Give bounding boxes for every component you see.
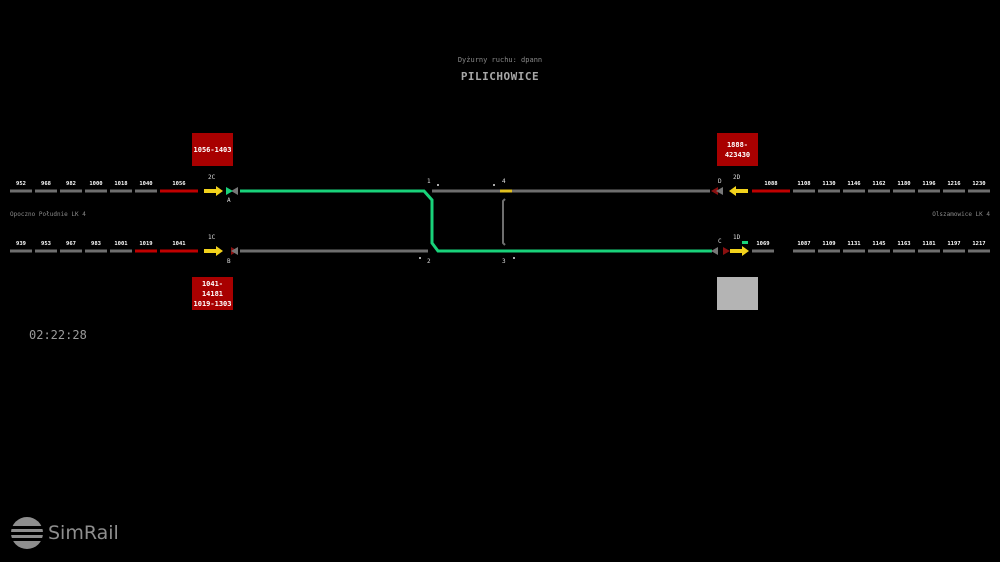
train-box-bottom-left[interactable]: 1041-14181 1019-1303 <box>192 277 233 310</box>
block-number: 1196 <box>922 181 936 187</box>
label-C: C <box>718 238 722 245</box>
block-number: 1146 <box>847 181 861 187</box>
switch-3-dot <box>513 257 515 259</box>
block-number: 1000 <box>89 181 103 187</box>
train-number: 1041-14181 <box>201 279 224 298</box>
crossover-4-3[interactable] <box>502 198 506 246</box>
signal-A-head[interactable] <box>231 187 238 195</box>
block-number: 952 <box>16 181 26 187</box>
train-box-top-right[interactable]: 1888-423430 <box>717 133 758 166</box>
block-number: 968 <box>41 181 51 187</box>
indicator-1D <box>742 241 748 244</box>
signal-B-head[interactable] <box>231 247 238 255</box>
block-number: 1131 <box>847 241 861 247</box>
switch-4-dot <box>493 184 495 186</box>
block-number: 1163 <box>897 241 911 247</box>
block-number: 1041 <box>172 241 186 247</box>
block-number: 1145 <box>872 241 886 247</box>
block-number: 1109 <box>822 241 836 247</box>
right-line-label: Olszamowice LK 4 <box>932 211 990 218</box>
clock: 02:22:28 <box>29 328 87 342</box>
switch-2-dot <box>419 257 421 259</box>
block-number: 1181 <box>922 241 936 247</box>
signal-A-aspect[interactable] <box>226 187 233 195</box>
train-number: 1019-1303 <box>193 299 232 308</box>
block-number: 1019 <box>139 241 153 247</box>
brand-name: SimRail <box>48 522 119 544</box>
train-number: 1056-1403 <box>193 145 232 154</box>
block-number: 1230 <box>972 181 986 187</box>
arrow-2C[interactable] <box>204 186 223 196</box>
block-number: 967 <box>66 241 76 247</box>
block-number: 1130 <box>822 181 836 187</box>
label-1C: 1C <box>208 234 216 241</box>
label-2D: 2D <box>733 174 741 181</box>
train-box-top-left[interactable]: 1056-1403 <box>192 133 233 166</box>
block-sections <box>10 189 990 253</box>
block-number: 1088 <box>764 181 778 187</box>
label-D: D <box>718 178 722 185</box>
signal-D-head[interactable] <box>716 187 723 195</box>
block-number: 1217 <box>972 241 986 247</box>
label-switch-4: 4 <box>502 178 506 185</box>
label-switch-3: 3 <box>502 258 506 265</box>
train-number: 1888-423430 <box>724 140 751 159</box>
block-number: 1069 <box>756 241 770 247</box>
simrail-logo-icon <box>10 517 44 549</box>
arrow-1C[interactable] <box>204 246 223 256</box>
signal-C-aspect[interactable] <box>723 247 730 255</box>
label-2C: 2C <box>208 174 216 181</box>
block-number: 1056 <box>172 181 186 187</box>
block-number: 1001 <box>114 241 128 247</box>
label-A: A <box>227 197 231 204</box>
label-1D: 1D <box>733 234 741 241</box>
block-number: 1108 <box>797 181 811 187</box>
block-number: 1216 <box>947 181 961 187</box>
left-line-label: Opoczno Południe LK 4 <box>10 211 86 218</box>
block-number: 1018 <box>114 181 128 187</box>
arrow-2D[interactable] <box>729 186 748 196</box>
block-number: 1087 <box>797 241 811 247</box>
block-number: 1180 <box>897 181 911 187</box>
label-switch-1: 1 <box>427 178 431 185</box>
route-set[interactable] <box>240 189 712 253</box>
dispatcher-label: Dyżurny ruchu: dpann <box>457 56 543 64</box>
block-number: 1040 <box>139 181 153 187</box>
brand-logo: SimRail <box>10 516 119 550</box>
switch-1-dot <box>437 184 439 186</box>
block-number: 982 <box>66 181 76 187</box>
signal-D-aspect[interactable] <box>711 187 718 195</box>
label-B: B <box>227 258 231 265</box>
block-number: 939 <box>16 241 26 247</box>
block-number: 1162 <box>872 181 886 187</box>
signal-C-head[interactable] <box>711 247 718 255</box>
arrow-1D[interactable] <box>730 246 749 256</box>
label-switch-2: 2 <box>427 258 431 265</box>
block-number: 983 <box>91 241 101 247</box>
train-box-empty[interactable] <box>717 277 758 310</box>
station-title: PILICHOWICE <box>460 70 540 83</box>
block-number: 953 <box>41 241 51 247</box>
block-number: 1197 <box>947 241 961 247</box>
